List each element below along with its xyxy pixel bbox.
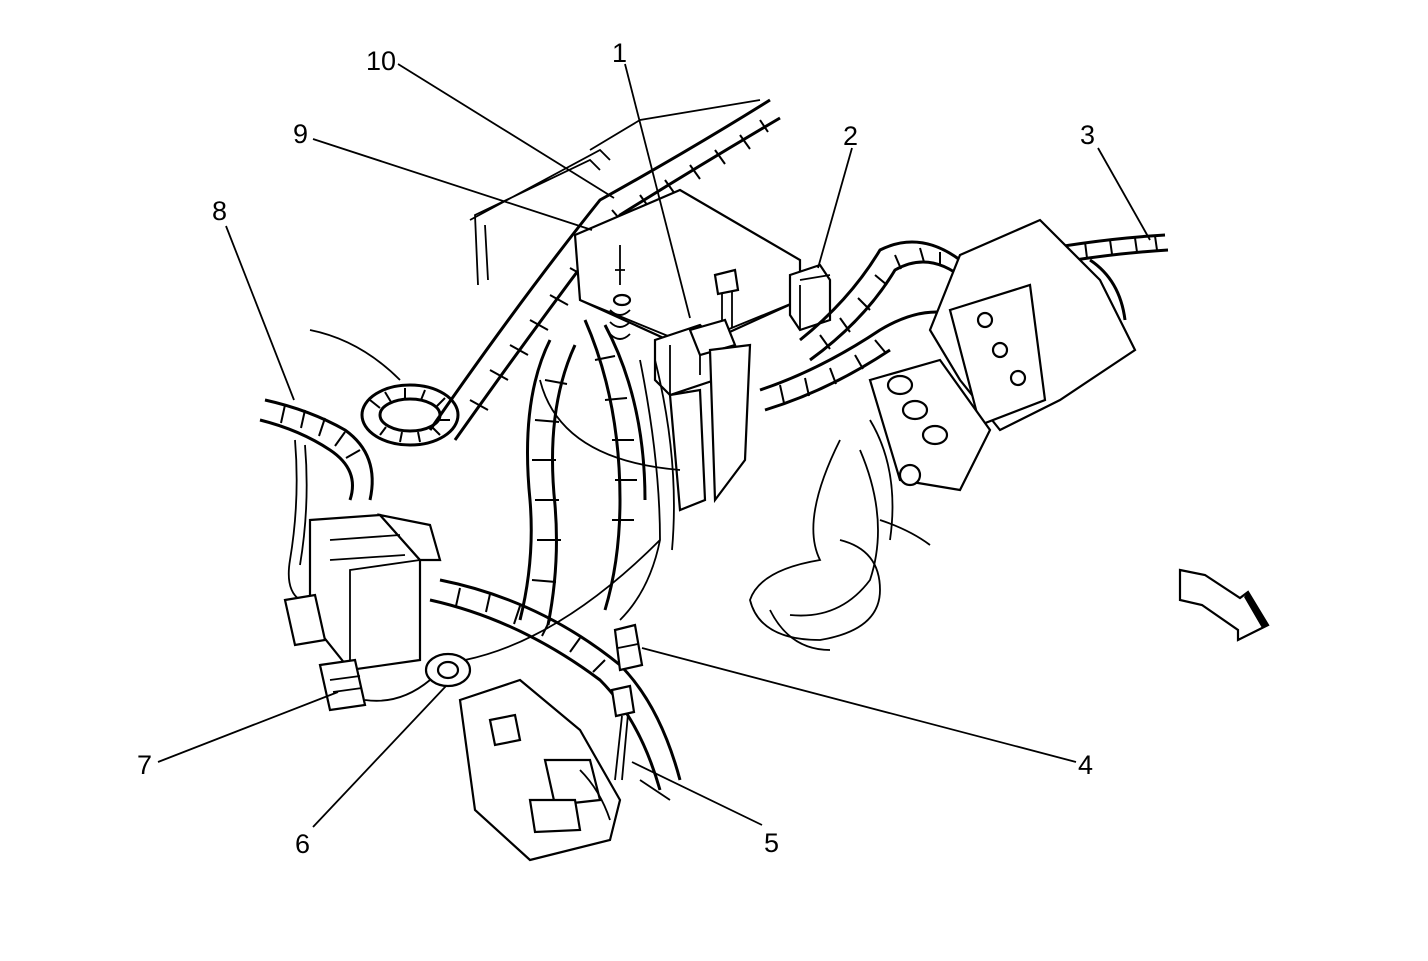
looped-wires: [749, 419, 931, 651]
leader-line-1: [624, 63, 691, 319]
leader-line-10: [397, 63, 615, 199]
leader-lines: [157, 63, 1151, 828]
callout-1: 1: [612, 38, 628, 68]
leader-line-8: [225, 225, 295, 401]
background-panel: [309, 99, 761, 801]
mounting-bracket: [458, 678, 622, 862]
central-fuse-block: [573, 188, 802, 352]
callout-4: 4: [1078, 750, 1094, 780]
left-harness: [259, 398, 374, 601]
callout-5: 5: [764, 828, 780, 858]
leader-line-3: [1097, 147, 1151, 241]
left-control-module: [283, 513, 442, 712]
callout-10: 10: [366, 46, 397, 76]
coiled-harness: [360, 383, 460, 447]
leader-line-9: [312, 138, 593, 231]
callout-2: 2: [843, 121, 859, 151]
callout-8: 8: [212, 196, 228, 226]
callout-3: 3: [1080, 120, 1096, 150]
leader-line-5: [631, 761, 763, 826]
relay-1: [653, 318, 752, 512]
callout-7: 7: [137, 750, 153, 780]
leader-line-7: [157, 691, 339, 763]
callout-9: 9: [293, 119, 309, 149]
leader-line-4: [641, 647, 1077, 763]
center-harness-bundles: [518, 319, 681, 626]
forward-arrow-icon: [1178, 568, 1270, 642]
inline-connector-4: [610, 623, 644, 781]
right-electronic-module: [868, 218, 1137, 492]
lower-harness: [364, 539, 682, 791]
callout-6: 6: [295, 829, 311, 859]
leader-line-2: [817, 147, 853, 269]
relay-2: [788, 263, 832, 332]
right-harness: [759, 233, 1169, 412]
leader-line-6: [312, 685, 447, 828]
